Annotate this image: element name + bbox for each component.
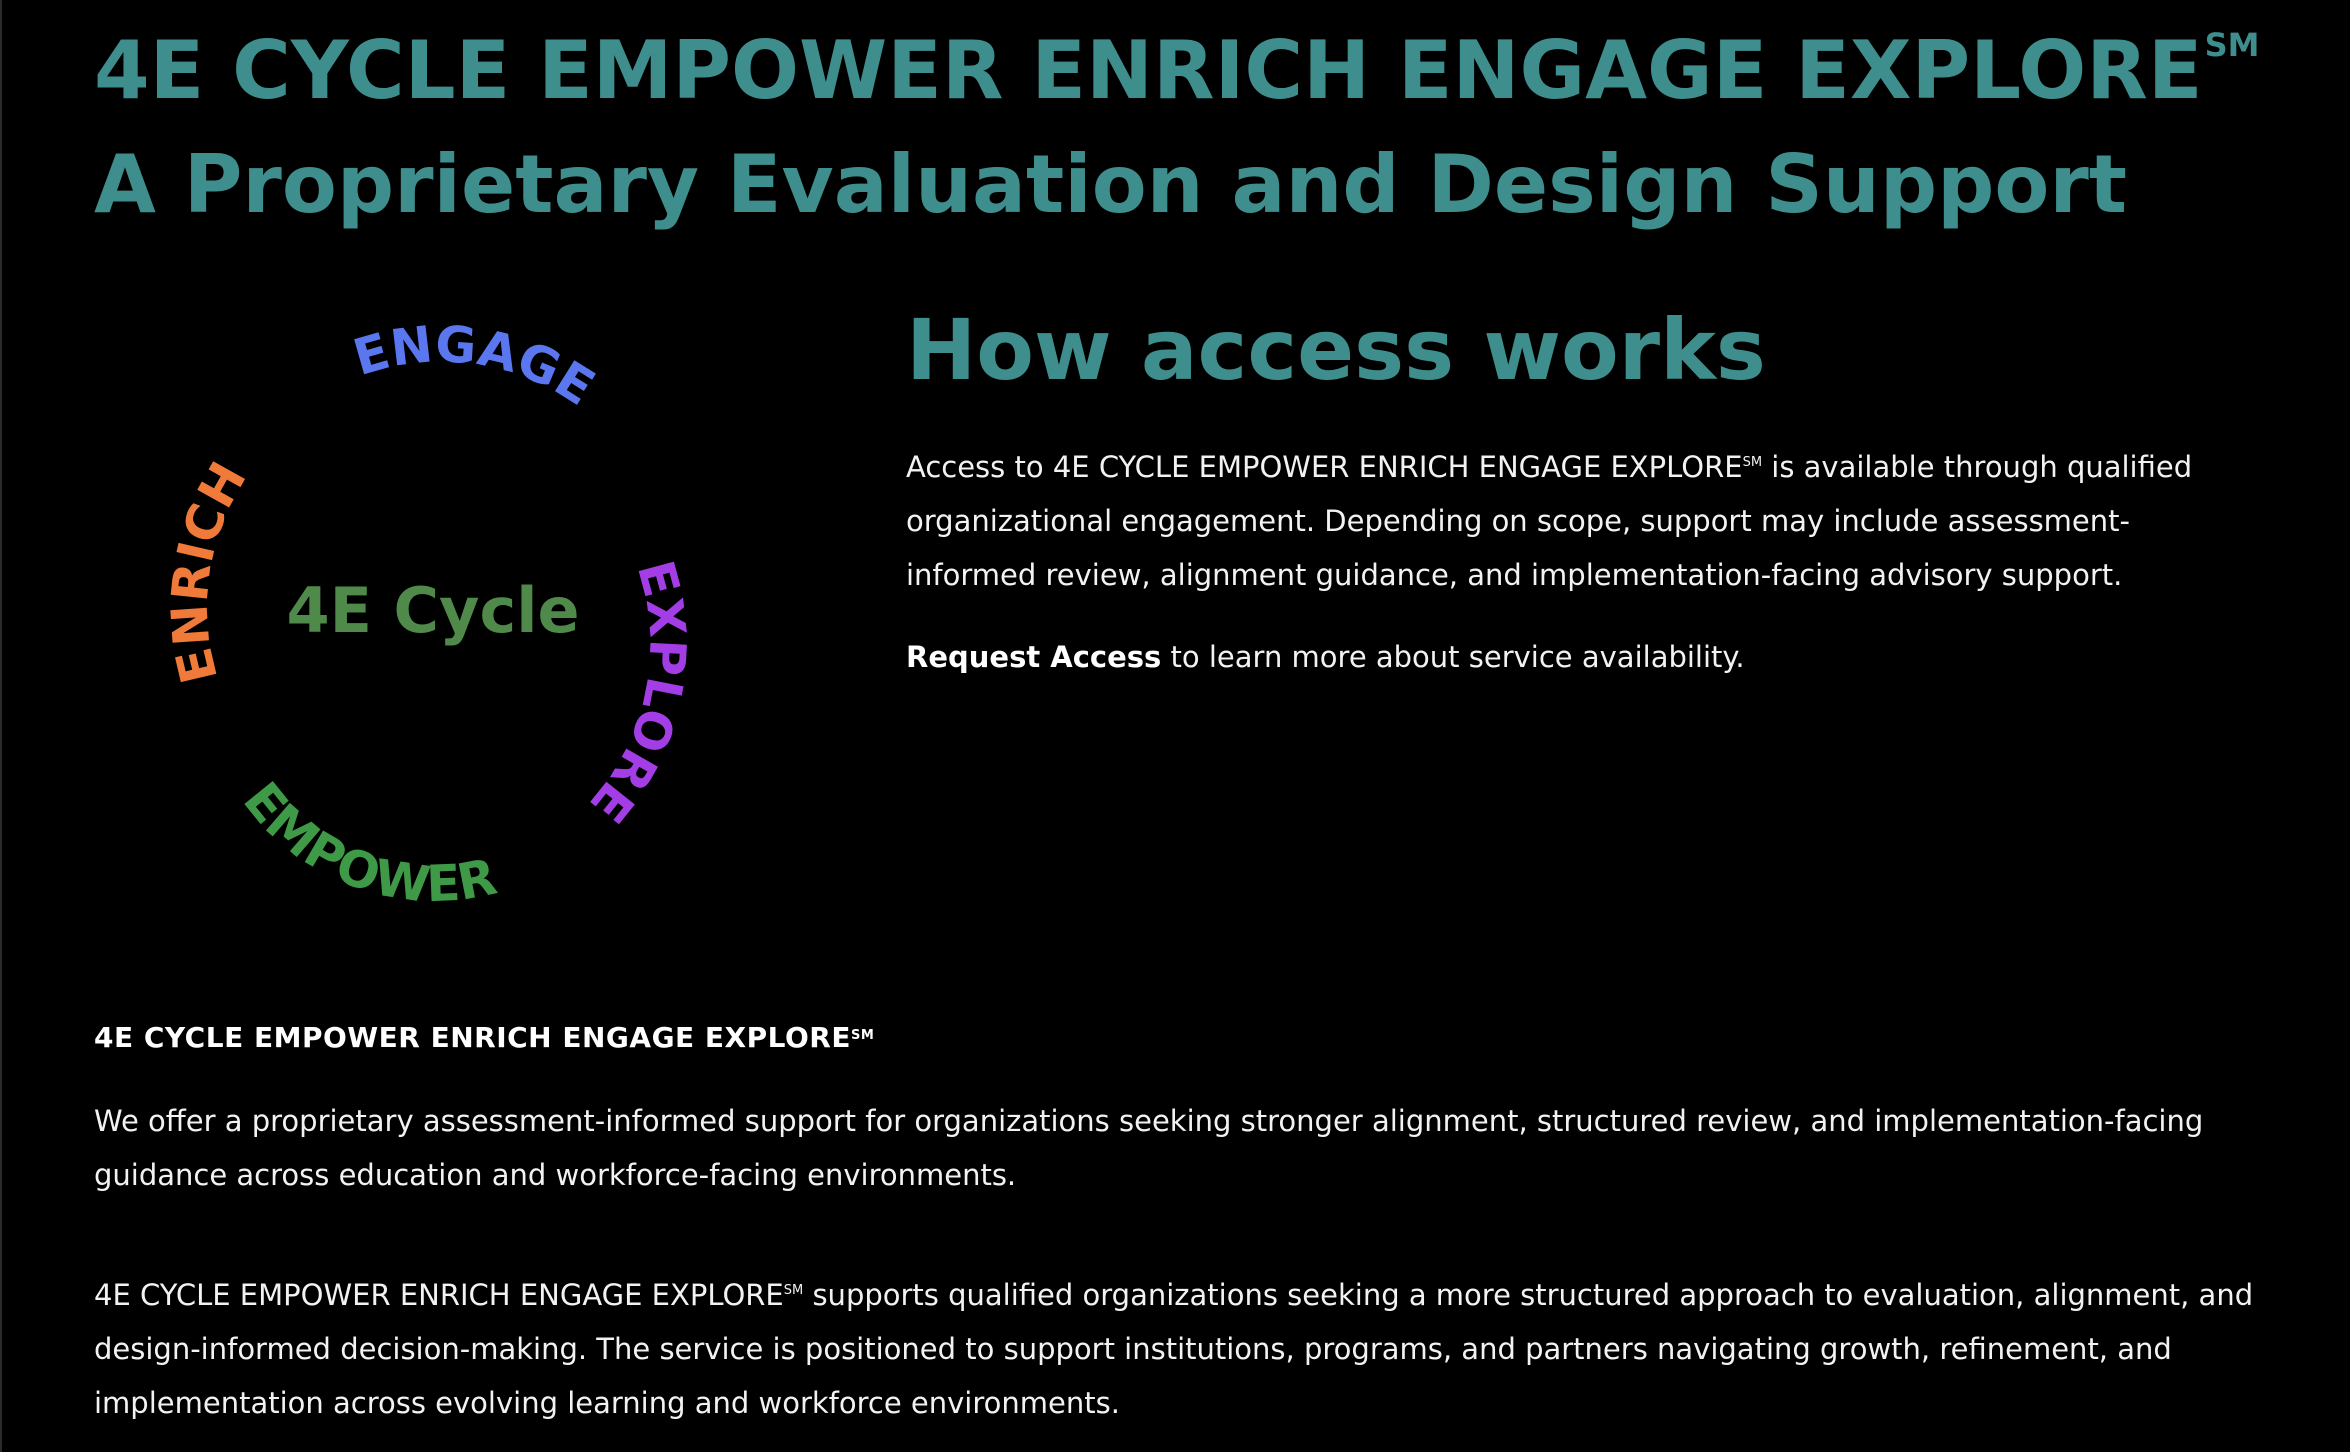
- request-access-link[interactable]: Request Access: [906, 640, 1162, 674]
- access-description-start: Access to 4E CYCLE EMPOWER ENRICH ENGAGE…: [906, 450, 1743, 484]
- hero-title-line-1: 4E CYCLE EMPOWER ENRICH ENGAGE EXPLORESM: [94, 14, 2259, 128]
- hero-title-text: 4E CYCLE EMPOWER ENRICH ENGAGE EXPLORE: [94, 24, 2203, 117]
- explore-word: EXPLORE: [579, 555, 697, 834]
- access-title: How access works: [906, 301, 1766, 399]
- four-e-cycle-wheel: ENGAGE ENRICH EXPLORE EMPOWER 4E Cycle: [150, 300, 750, 920]
- service-mark: SM: [2204, 26, 2260, 64]
- wheel-center-label: 4E Cycle: [286, 574, 579, 647]
- hero-title: 4E CYCLE EMPOWER ENRICH ENGAGE EXPLORESM…: [94, 14, 2259, 242]
- about-heading-text: 4E CYCLE EMPOWER ENRICH ENGAGE EXPLORE: [94, 1021, 851, 1054]
- request-access-line: Request Access to learn more about servi…: [906, 630, 2246, 684]
- cycle-wheel-graphic: ENGAGE ENRICH EXPLORE EMPOWER 4E Cycle: [160, 315, 697, 914]
- engage-word: ENGAGE: [347, 315, 604, 417]
- how-access-works-section: How access works Access to 4E CYCLE EMPO…: [906, 290, 2246, 684]
- about-section: 4E CYCLE EMPOWER ENRICH ENGAGE EXPLORESM…: [94, 1014, 2264, 1430]
- empower-word: EMPOWER: [232, 771, 501, 914]
- about-paragraph-2-start: 4E CYCLE EMPOWER ENRICH ENGAGE EXPLORE: [94, 1278, 784, 1312]
- about-heading: 4E CYCLE EMPOWER ENRICH ENGAGE EXPLORESM: [94, 1014, 2264, 1062]
- about-paragraph-2-end: supports qualified organizations seeking…: [94, 1278, 2254, 1420]
- service-mark: SM: [851, 1028, 875, 1043]
- about-paragraph-1: We offer a proprietary assessment-inform…: [94, 1104, 2204, 1192]
- request-access-rest: to learn more about service availability…: [1161, 640, 1745, 674]
- access-description: Access to 4E CYCLE EMPOWER ENRICH ENGAGE…: [906, 440, 2246, 602]
- hero-title-line-2: A Proprietary Evaluation and Design Supp…: [94, 138, 2128, 231]
- enrich-word: ENRICH: [160, 453, 257, 689]
- page-left-border: [0, 0, 2, 1452]
- about-paragraph-2: 4E CYCLE EMPOWER ENRICH ENGAGE EXPLORESM…: [94, 1268, 2264, 1430]
- access-description-end: is available through qualified organizat…: [906, 450, 2193, 592]
- service-mark: SM: [1742, 455, 1763, 470]
- service-mark: SM: [783, 1283, 804, 1298]
